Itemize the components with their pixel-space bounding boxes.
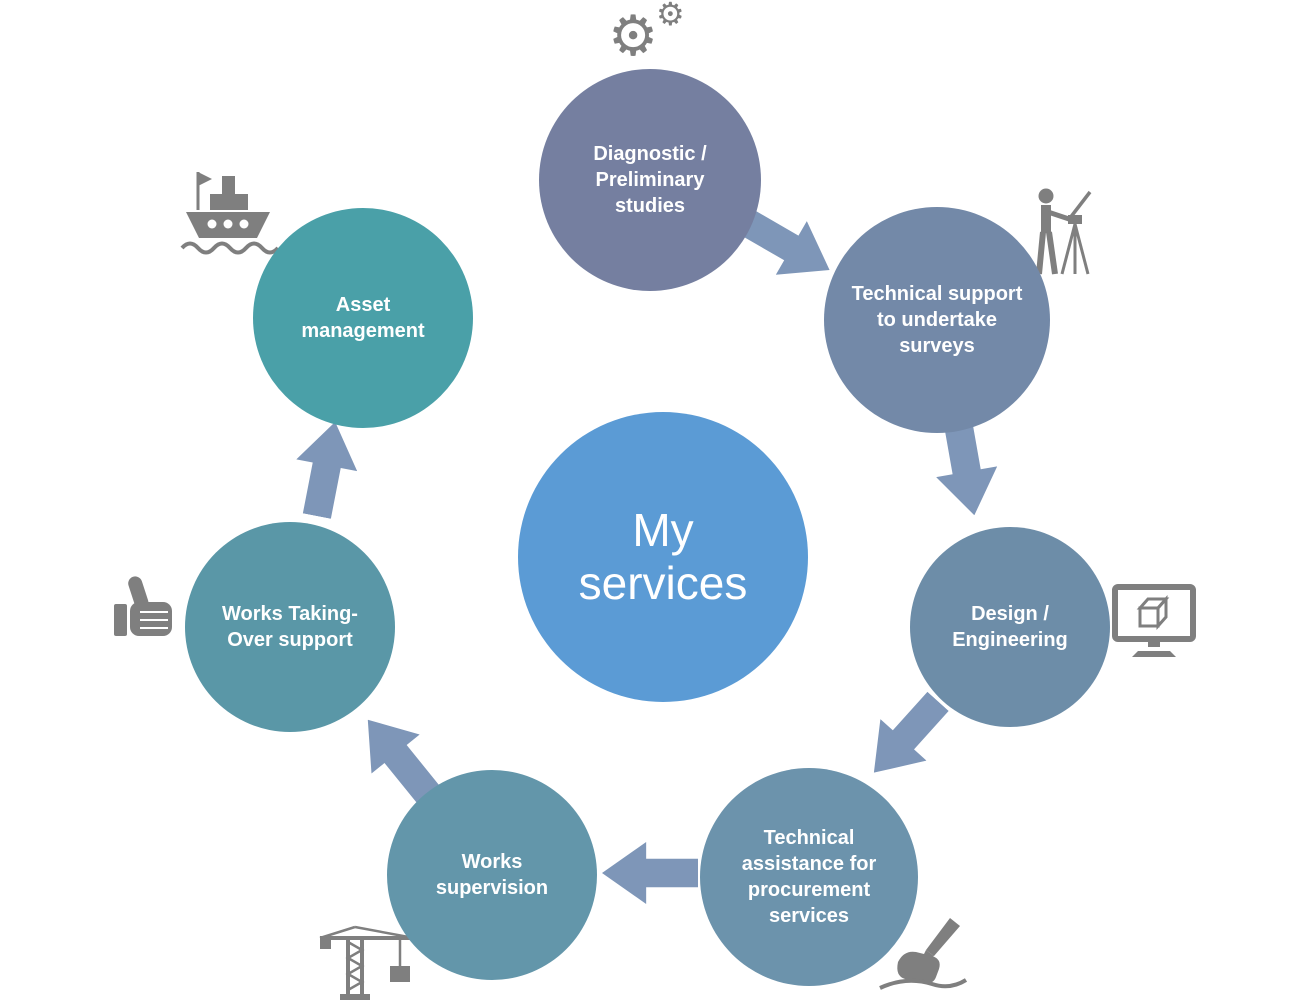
gears-icon: ⚙ ⚙ [608, 0, 696, 66]
node-procurement-label: Technical assistance for procurement ser… [741, 827, 877, 927]
node-works-taking-over: Works Taking-Over support [185, 522, 395, 732]
signing-hand-icon [876, 916, 972, 996]
node-surveys-label: Technical support to undertake surveys [851, 283, 1023, 357]
surveyor-icon [1028, 186, 1100, 282]
node-takeover-label: Works Taking-Over support [222, 603, 358, 651]
node-diagnostic-label: Diagnostic / Preliminary studies [593, 143, 707, 217]
crane-icon [314, 924, 418, 1000]
node-diagnostic-studies: Diagnostic / Preliminary studies [539, 69, 761, 291]
gear-large-glyph: ⚙ [608, 4, 659, 67]
node-technical-support-surveys: Technical support to undertake surveys [824, 207, 1050, 433]
thumbs-up-icon [110, 572, 178, 640]
node-design-label: Design / Engineering [952, 603, 1068, 651]
node-design-engineering: Design / Engineering [910, 527, 1110, 727]
center-title: My services [578, 504, 748, 609]
node-supervision-label: Works supervision [435, 851, 549, 899]
arrow-takeover-to-asset [286, 416, 365, 522]
gear-small-glyph: ⚙ [656, 0, 685, 32]
ship-icon [178, 166, 278, 266]
node-asset-management: Asset management [253, 208, 473, 428]
cad-monitor-icon [1112, 584, 1196, 658]
node-works-supervision: Works supervision [387, 770, 597, 980]
node-asset-label: Asset management [301, 294, 425, 342]
center-circle: My services [518, 412, 808, 702]
node-procurement-assistance: Technical assistance for procurement ser… [700, 768, 918, 986]
arrow-procurement-to-supervision [602, 842, 698, 904]
